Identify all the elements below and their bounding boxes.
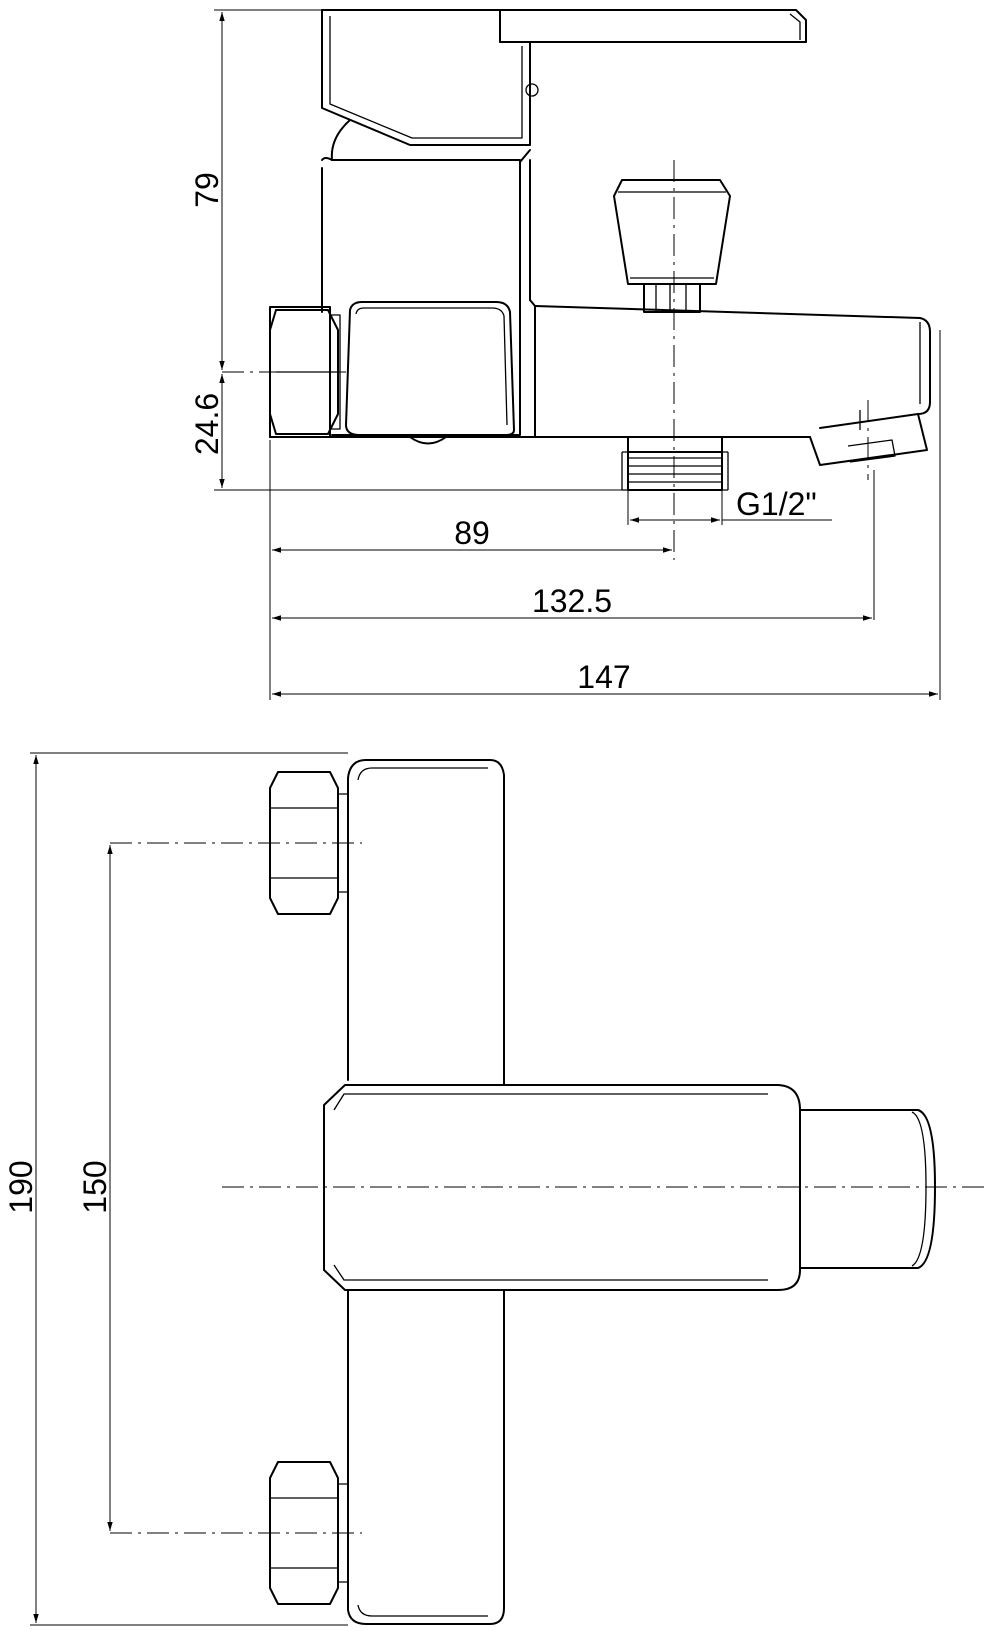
spout (529, 299, 931, 466)
dim-height-lower-label: 24.6 (189, 393, 225, 455)
body-top-outline (347, 759, 505, 1625)
inlet-nut-upper (269, 771, 348, 915)
top-view: 190 150 (3, 752, 990, 1626)
outlet-thread-connector (621, 436, 729, 491)
dim-depth-total-label: 190 (3, 1160, 39, 1213)
thread-label: G1/2" (736, 486, 817, 522)
side-view-dimensions (214, 9, 941, 700)
side-view: 79 24.6 G1/2" 89 132.5 147 (189, 9, 941, 700)
inlet-nut-lower (269, 1461, 348, 1605)
dim-outlet-offset-label: 89 (454, 515, 490, 551)
diverter-knob (613, 179, 731, 313)
dim-spout-offset-label: 132.5 (532, 583, 612, 619)
dim-inlet-spacing-label: 150 (77, 1160, 113, 1213)
top-view-dimensions (30, 752, 348, 1626)
mixer-body (269, 157, 621, 445)
lever-handle (321, 9, 807, 163)
dim-height-total-label: 79 (189, 172, 225, 208)
dim-length-total-label: 147 (577, 659, 630, 695)
